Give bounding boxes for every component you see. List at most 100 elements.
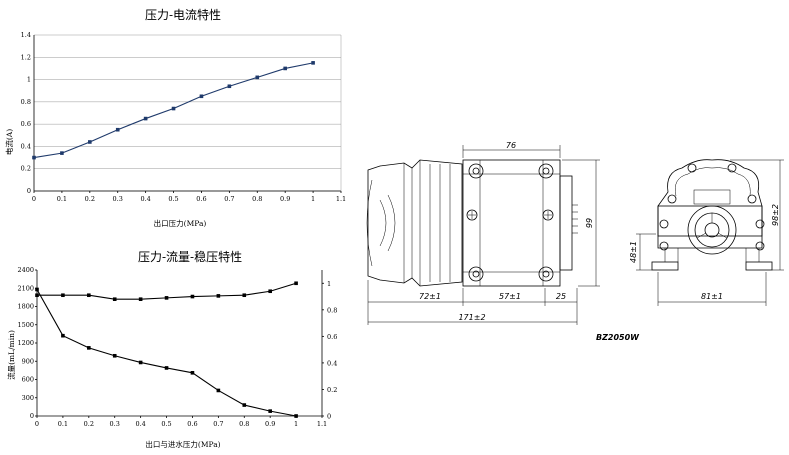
chart2-title: 压力-流量-稳压特性 [138,250,243,264]
y-tick-label: 0 [30,412,34,420]
model-number: BZ2050W [596,333,640,342]
data-point [311,61,315,65]
x-tick-label: 0.1 [58,420,68,428]
dim-front-mount-w: 81±1 [701,292,723,301]
x-tick-label: 0.7 [224,195,234,203]
chart1-title: 压力-电流特性 [145,8,222,22]
data-point [164,296,169,300]
y-tick-label: 0.8 [21,98,31,106]
x-tick-label: 0.5 [161,420,171,428]
data-point [199,94,204,99]
data-point [87,346,91,350]
y-tick-label: 900 [22,357,34,365]
y-tick-label: 1.4 [21,31,31,39]
y2-tick-label: 0.2 [327,386,337,394]
front-view-dimensions: 98±2 48±1 81±1 [629,159,784,306]
data-point [35,293,39,298]
y2-tick-label: 0.6 [327,333,337,341]
screw-icon [468,163,484,179]
screw-icon [538,266,554,282]
data-point [115,127,120,132]
x-tick-label: 1 [294,420,298,428]
x-tick-label: 0.3 [113,195,123,203]
y-tick-label: 0.6 [21,120,31,128]
x-tick-label: 0.4 [135,420,145,428]
y-tick-label: 1800 [17,303,34,311]
data-point [216,388,221,393]
y2-tick-label: 0 [327,413,331,421]
dim-top-width: 76 [506,141,516,150]
data-point [227,84,232,89]
data-point [268,409,272,413]
screw-icon [468,266,484,282]
data-point [138,360,143,365]
terminal-icon [466,209,478,221]
x-tick-label: 0 [35,420,39,428]
dim-height: 99 [585,218,594,228]
data-point [190,371,195,375]
series-line-0 [36,289,297,417]
data-point [242,403,247,407]
y-tick-label: 1200 [17,339,34,347]
data-point [35,287,39,292]
data-point [61,333,65,338]
y-tick-label: 0 [27,187,31,195]
data-point [112,353,117,358]
y-tick-label: 1500 [17,321,34,329]
dim-len-left: 72±1 [419,292,441,301]
data-point [171,106,176,111]
data-point [143,116,148,121]
chart2-ylabel: 流量(mL/min) [6,330,16,380]
side-view-dimensions: 76 99 72±1 57±1 25 171±2 [367,141,600,325]
pump-front-view [651,159,773,271]
data-point [87,293,91,298]
x-tick-label: 0.9 [280,195,290,203]
data-point [268,289,272,294]
data-point [294,281,298,286]
x-tick-label: 0.1 [57,195,67,203]
dim-front-height: 98±2 [771,204,780,226]
chart2-xlabel: 出口与进水压力(MPa) [145,439,220,449]
data-point [32,155,36,160]
dim-len-total: 171±2 [458,313,485,322]
y-tick-label: 0.2 [21,165,31,173]
data-point [190,294,195,299]
terminal-icon [542,209,554,221]
y-tick-label: 2400 [17,266,34,274]
x-tick-label: 0.7 [213,420,223,428]
x-tick-label: 0.9 [265,420,275,428]
x-tick-label: 0.4 [140,195,150,203]
data-point [216,294,221,298]
dim-front-mount-h: 48±1 [629,241,638,263]
data-point [61,293,65,298]
data-point [60,151,64,155]
x-tick-label: 0.2 [85,195,95,203]
y2-tick-label: 0.4 [327,359,337,367]
data-point [164,366,169,370]
data-point [294,414,298,418]
y2-tick-label: 0.8 [327,306,337,314]
dim-len-mid: 57±1 [499,292,521,301]
chart1-ylabel: 电流(A) [4,129,14,155]
x-tick-label: 0.6 [187,420,197,428]
pump-side-view [366,159,578,287]
y-tick-label: 1 [27,76,31,84]
data-point [88,140,92,144]
x-tick-label: 0.5 [168,195,178,203]
data-point [255,75,260,80]
data-point [112,297,117,301]
y-tick-label: 0.4 [21,142,31,150]
x-tick-label: 0.6 [196,195,206,203]
data-point [242,293,247,298]
x-tick-label: 0.3 [110,420,120,428]
dim-len-right: 25 [556,292,566,301]
x-tick-label: 1.1 [317,420,327,428]
y-tick-label: 1.2 [21,53,31,61]
y2-tick-label: 1 [327,280,331,288]
screw-icon [538,163,554,179]
y-tick-label: 2100 [17,284,34,292]
y-tick-label: 300 [22,394,34,402]
x-tick-label: 0.2 [84,420,94,428]
